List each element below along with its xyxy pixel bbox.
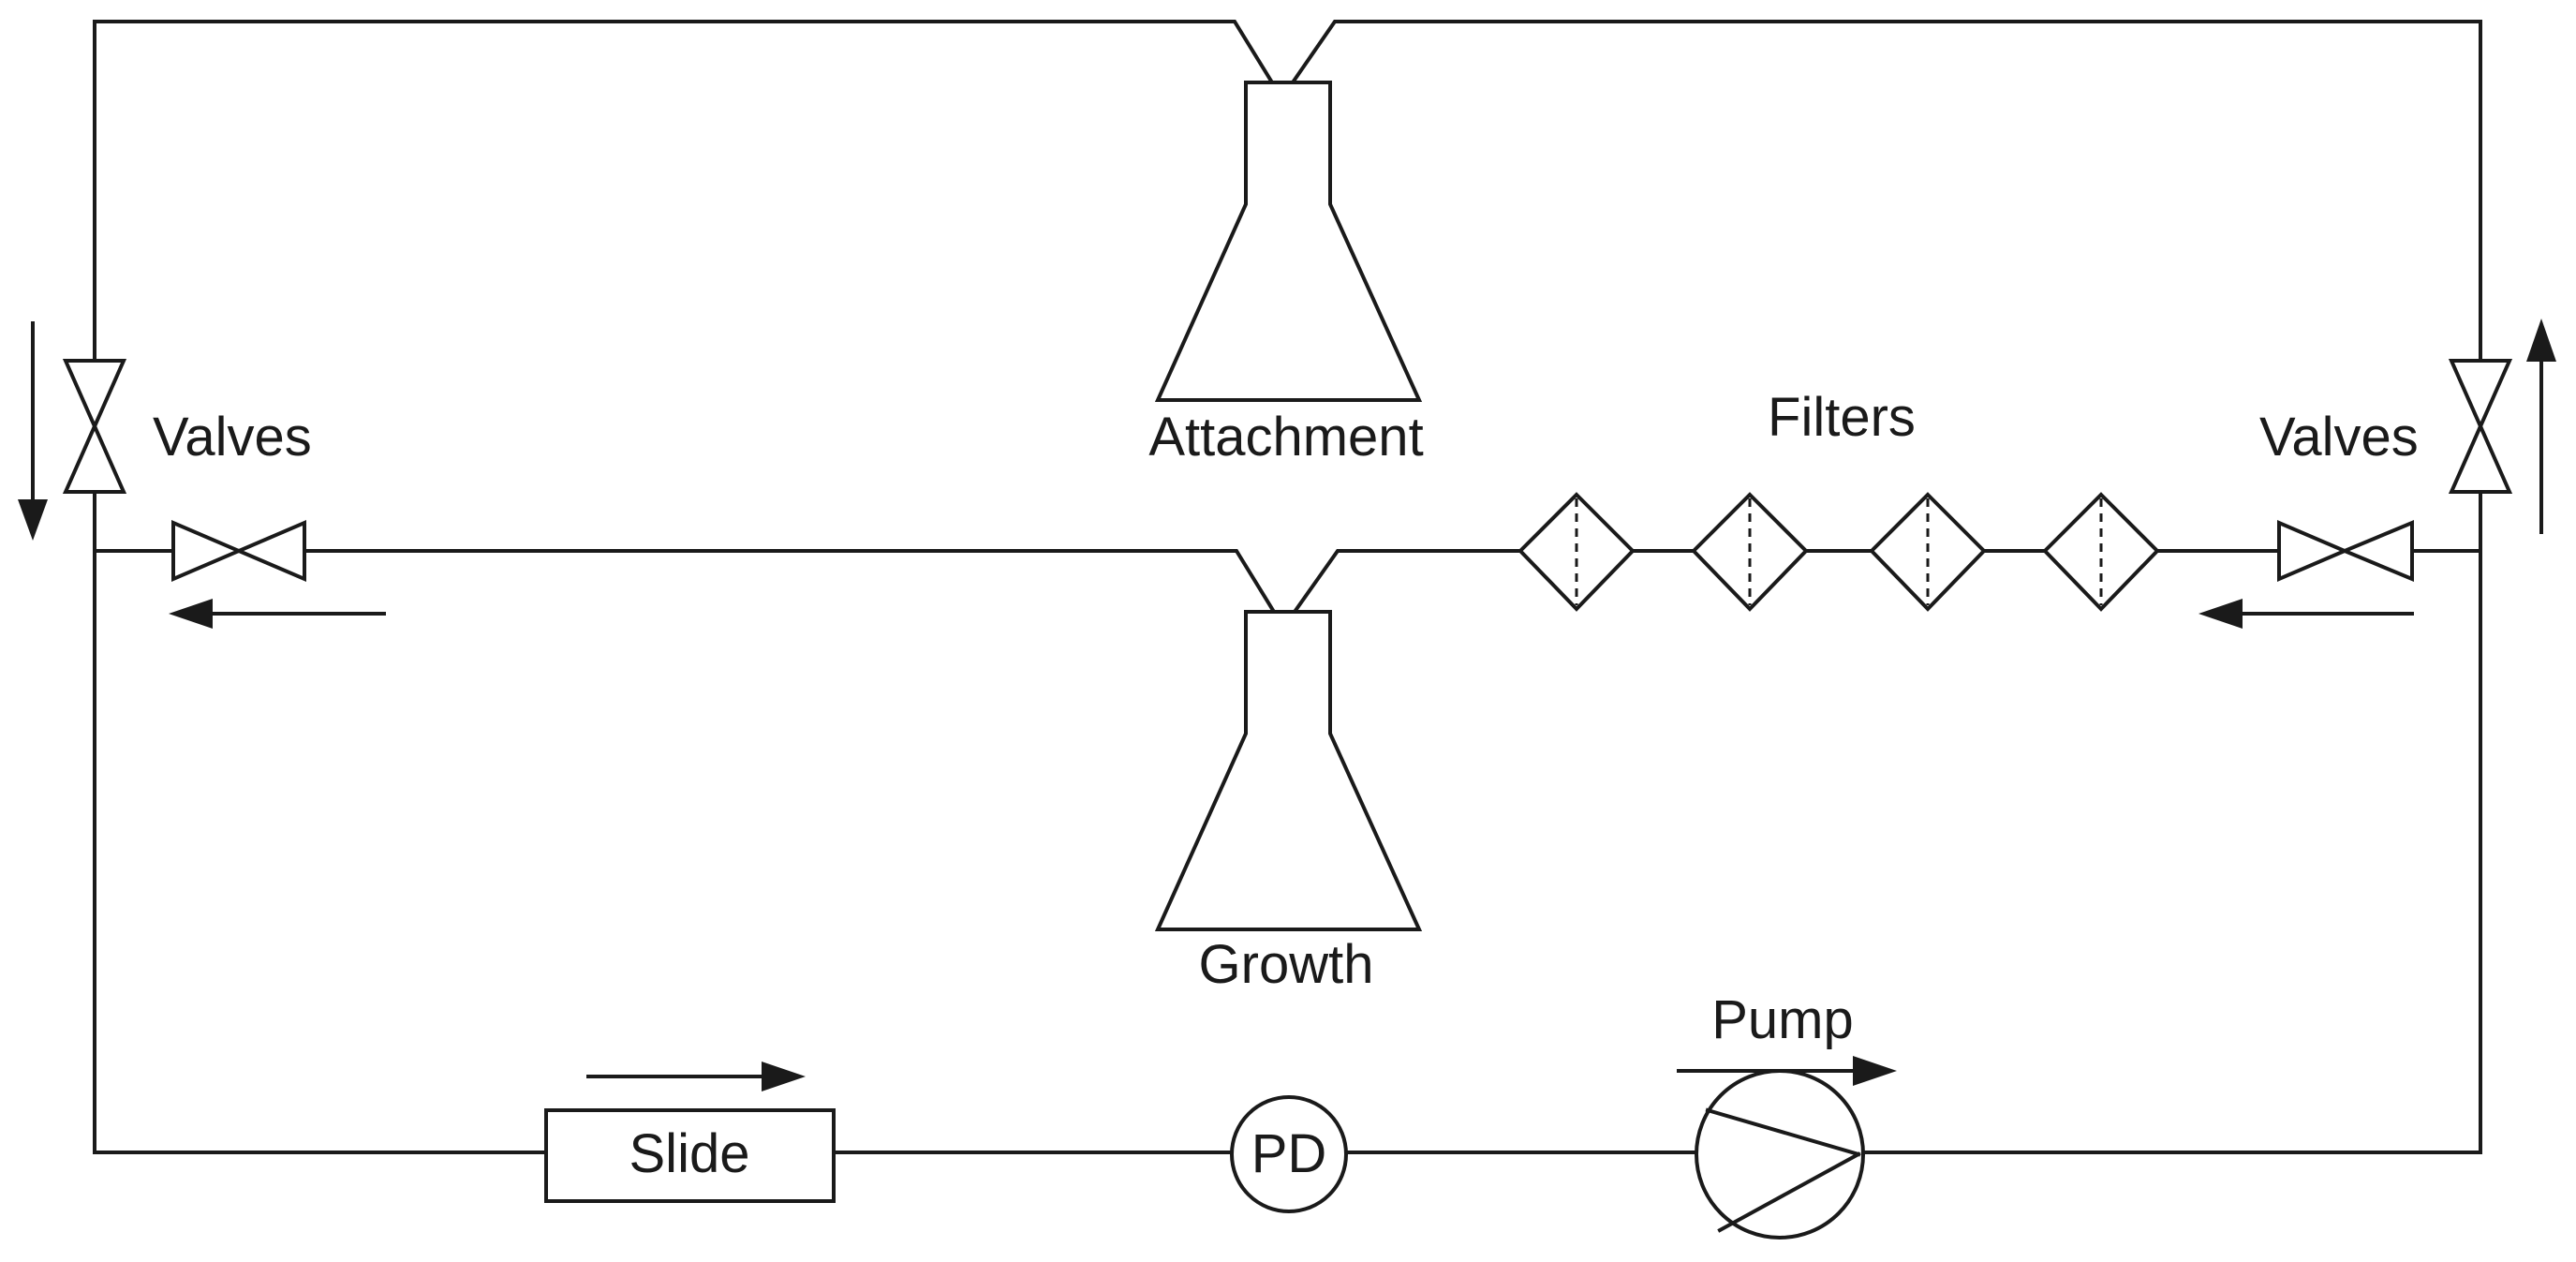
- arrow-middle-right: [2198, 599, 2414, 629]
- label-growth: Growth: [1199, 934, 1374, 995]
- left-tube: [93, 490, 548, 1154]
- arrow-right-up: [2526, 319, 2556, 534]
- label-attachment: Attachment: [1148, 407, 1423, 468]
- arrow-middle-left: [169, 599, 386, 629]
- right-vertical-valve: [2448, 359, 2513, 494]
- slide-box: [544, 1108, 836, 1203]
- label-pump: Pump: [1711, 989, 1854, 1050]
- pd-circle: [1230, 1095, 1348, 1213]
- label-filters: Filters: [1768, 387, 1916, 448]
- right-horizontal-valve: [2277, 519, 2414, 583]
- label-valves-right: Valves: [2259, 407, 2419, 468]
- label-slide: Slide: [629, 1123, 750, 1184]
- filter-2: [1691, 492, 1809, 612]
- left-horizontal-valve: [171, 519, 306, 583]
- filter-3: [1869, 492, 1987, 612]
- filter-1: [1517, 492, 1636, 612]
- arrow-left-down: [18, 321, 48, 541]
- left-vertical-valve: [62, 359, 127, 494]
- arrow-pump: [1677, 1056, 1897, 1086]
- arrow-slide: [586, 1062, 806, 1091]
- label-valves-left: Valves: [153, 407, 312, 468]
- growth-flask: [1154, 610, 1423, 931]
- right-tube: [1862, 490, 2482, 1154]
- filter-4: [2042, 492, 2160, 612]
- attachment-flask: [1154, 81, 1423, 402]
- pump: [1695, 1069, 1865, 1240]
- label-pd: PD: [1251, 1123, 1327, 1184]
